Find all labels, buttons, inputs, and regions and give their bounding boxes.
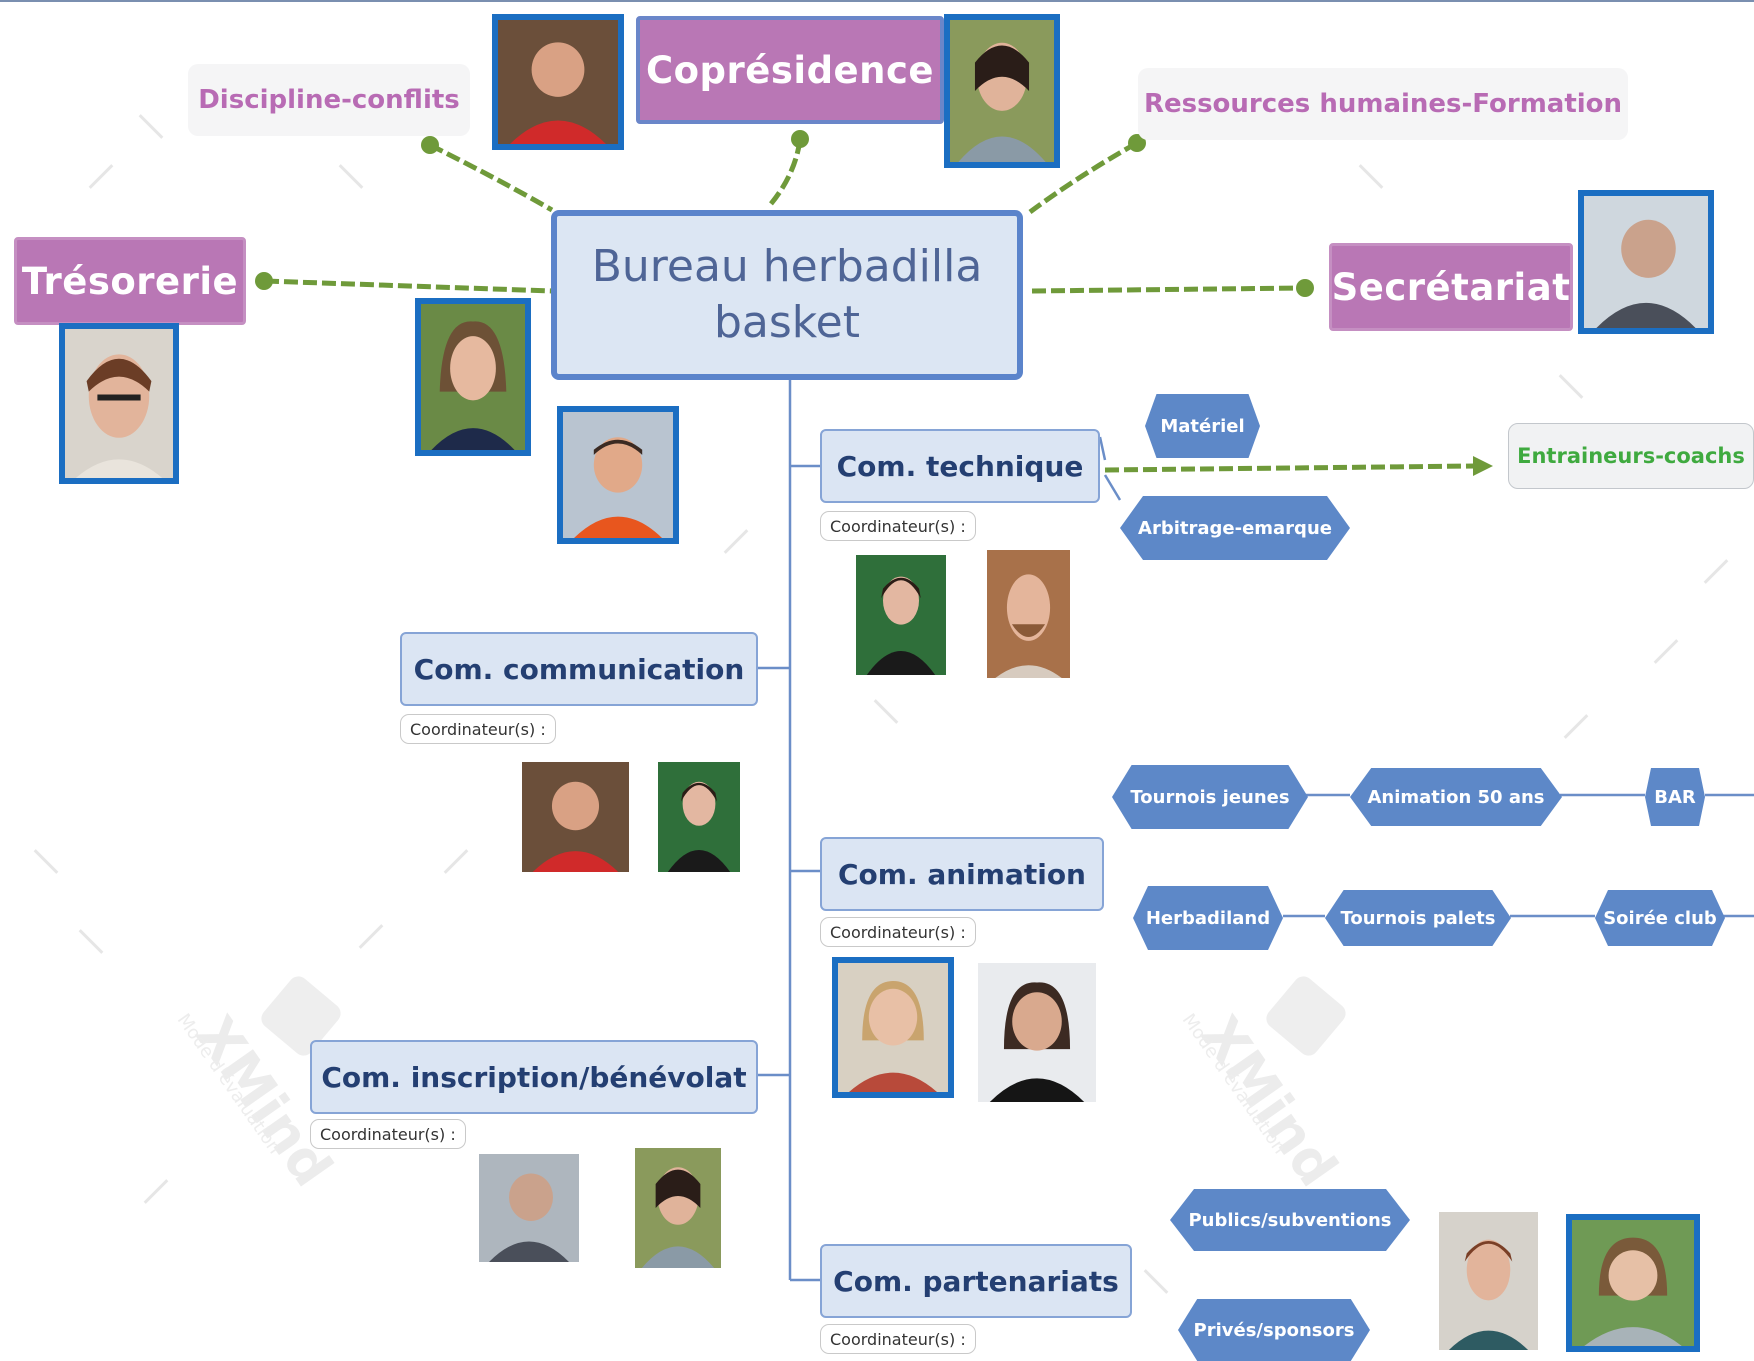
person-photo — [479, 1154, 579, 1262]
com-animation[interactable]: Com. animation — [820, 837, 1104, 911]
person-photo — [944, 14, 1060, 168]
connector-discipline — [428, 142, 554, 213]
person-photo — [415, 298, 531, 456]
connector-dot-tresorerie — [255, 272, 273, 290]
person-photo — [832, 957, 954, 1098]
top-border-line — [0, 0, 1754, 2]
coordinateur-label-communication: Coordinateur(s) : — [400, 714, 556, 744]
connector-dot-secretariat — [1296, 279, 1314, 297]
connector-tresorerie — [264, 278, 553, 294]
com-inscription-benevolat[interactable]: Com. inscription/bénévolat — [310, 1040, 758, 1114]
person-photo — [978, 963, 1096, 1102]
com-communication[interactable]: Com. communication — [400, 632, 758, 706]
tag-publics-subventions[interactable]: Publics/subventions — [1170, 1189, 1410, 1251]
pill-ressources-humaines[interactable]: Ressources humaines-Formation — [1138, 68, 1628, 140]
person-photo — [658, 762, 740, 872]
tag-herbadiland[interactable]: Herbadiland — [1133, 886, 1283, 950]
person-photo — [635, 1148, 721, 1268]
person-photo — [856, 555, 946, 675]
com-technique[interactable]: Com. technique — [820, 429, 1100, 503]
tag-soiree-club[interactable]: Soirée club — [1595, 890, 1725, 946]
tag-arbitrage-emarque[interactable]: Arbitrage-emarque — [1120, 496, 1350, 560]
connector-dot-rh — [1128, 134, 1146, 152]
person-photo — [1439, 1212, 1538, 1350]
person-photo — [522, 762, 629, 872]
person-photo — [987, 550, 1070, 678]
person-photo — [1578, 190, 1714, 334]
tag-animation-50-ans[interactable]: Animation 50 ans — [1350, 768, 1562, 826]
tag-bar[interactable]: BAR — [1645, 768, 1705, 826]
tag-materiel[interactable]: Matériel — [1145, 394, 1260, 458]
person-photo — [557, 406, 679, 544]
tag-tournois-palets[interactable]: Tournois palets — [1325, 890, 1511, 946]
coordinateur-label-partenariats: Coordinateur(s) : — [820, 1324, 976, 1354]
role-tresorerie[interactable]: Trésorerie — [14, 237, 246, 325]
central-topic[interactable]: Bureau herbadilla basket — [551, 210, 1023, 380]
connector-rh — [1028, 140, 1139, 215]
pill-discipline-conflits[interactable]: Discipline-conflits — [188, 64, 470, 136]
connector-copresidence — [768, 139, 803, 207]
com-partenariats[interactable]: Com. partenariats — [820, 1244, 1132, 1318]
tag-tournois-jeunes[interactable]: Tournois jeunes — [1112, 765, 1308, 829]
connector-dot-discipline — [421, 136, 439, 154]
connector-dot-copresidence — [791, 130, 809, 148]
person-photo — [492, 14, 624, 150]
person-photo — [59, 323, 179, 484]
connector-secretariat — [1031, 285, 1305, 294]
central-title-line2: basket — [713, 297, 861, 348]
role-secretariat[interactable]: Secrétariat — [1329, 243, 1573, 331]
arrow-head-entraineurs-icon — [1473, 456, 1493, 476]
coordinateur-label-inscription: Coordinateur(s) : — [310, 1119, 466, 1149]
central-title-line1: Bureau herbadilla — [591, 241, 983, 292]
tech-tag-links — [1098, 436, 1122, 501]
tag-prives-sponsors[interactable]: Privés/sponsors — [1178, 1299, 1370, 1361]
coordinateur-label-animation: Coordinateur(s) : — [820, 917, 976, 947]
person-photo — [1566, 1214, 1700, 1352]
pill-entraineurs-coachs[interactable]: Entraineurs-coachs — [1508, 423, 1754, 489]
role-copresidence[interactable]: Coprésidence — [636, 16, 944, 124]
connector-entraineurs — [1104, 463, 1476, 473]
coordinateur-label-technique: Coordinateur(s) : — [820, 511, 976, 541]
